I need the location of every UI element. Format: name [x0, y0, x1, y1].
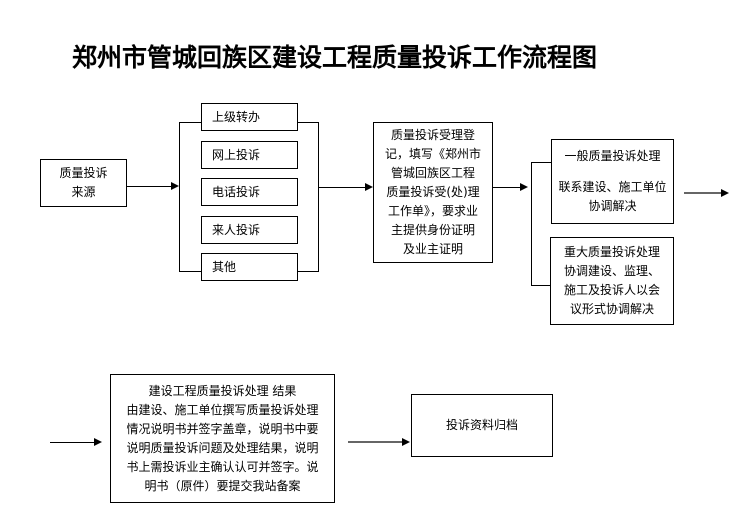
connector-line — [50, 442, 96, 443]
registration-line: 及业主证明 — [402, 242, 463, 256]
registration-line: 质量投诉受(处)理 — [386, 185, 480, 199]
result-line: 明书（原件）要提交我站备案 — [144, 478, 301, 493]
registration-line: 工作单》，要求业 — [387, 204, 478, 218]
major-line: 议形式协调解决 — [569, 302, 654, 316]
channel-label: 来人投诉 — [212, 222, 261, 237]
connector-line — [319, 187, 365, 188]
general-handling-box: 一般质量投诉处理 联系建设、施工单位 协调解决 — [551, 139, 674, 224]
general-heading: 一般质量投诉处理 — [564, 149, 661, 163]
registration-line: 记，填写《郑州市 — [384, 147, 481, 161]
bracket-line — [531, 285, 552, 286]
archive-box: 投诉资料归档 — [411, 394, 553, 457]
channel-label: 其他 — [212, 259, 237, 274]
connector-line — [127, 186, 171, 187]
channel-box: 上级转办 — [201, 103, 298, 131]
connector-line — [348, 441, 403, 443]
bracket-line — [297, 122, 319, 123]
channel-box: 来人投诉 — [201, 216, 298, 244]
arrow-head — [520, 183, 528, 191]
channel-label: 上级转办 — [212, 109, 261, 124]
result-line: 建设工程质量投诉处理 结果 — [148, 383, 297, 398]
bracket-line — [297, 271, 319, 272]
bracket-line — [531, 162, 552, 163]
channel-label: 网上投诉 — [212, 147, 261, 162]
source-box: 质量投诉 来源 — [40, 159, 127, 207]
connector-line — [493, 187, 522, 188]
general-line: 协调解决 — [588, 199, 637, 213]
result-line: 说明质量投诉问题及处理结果，说明 — [126, 440, 319, 455]
major-line: 重大质量投诉处理 — [563, 245, 660, 259]
arrow-head — [94, 438, 102, 446]
result-line: 由建设、施工单位撰写质量投诉处理 — [126, 402, 319, 417]
channel-label: 电话投诉 — [212, 184, 261, 199]
arrow-head — [365, 183, 373, 191]
registration-box: 质量投诉受理登 记，填写《郑州市 管城回族区工程 质量投诉受(处)理 工作单》，… — [373, 122, 493, 263]
connector-line — [684, 192, 722, 194]
major-line: 施工及投诉人以会 — [563, 283, 660, 297]
bracket-line — [318, 122, 319, 272]
channel-box: 其他 — [201, 253, 298, 281]
source-line: 质量投诉 — [59, 166, 108, 180]
channel-box: 网上投诉 — [201, 141, 298, 169]
archive-label: 投诉资料归档 — [445, 418, 518, 432]
source-line: 来源 — [71, 185, 96, 199]
result-box: 建设工程质量投诉处理 结果 由建设、施工单位撰写质量投诉处理 情况说明书并签字盖… — [110, 374, 335, 503]
bracket-line — [531, 162, 532, 286]
registration-line: 管城回族区工程 — [390, 166, 475, 180]
bracket-line — [179, 122, 201, 123]
arrow-head — [402, 438, 410, 446]
bracket-line — [179, 122, 180, 272]
major-line: 协调建设、监理、 — [563, 264, 660, 278]
registration-line: 主提供身份证明 — [390, 223, 475, 237]
arrow-head — [171, 182, 179, 190]
result-line: 书上需投诉业主确认认可并签字。说 — [126, 459, 319, 474]
arrow-head — [721, 189, 729, 197]
page-title: 郑州市管城回族区建设工程质量投诉工作流程图 — [72, 43, 598, 72]
general-line: 联系建设、施工单位 — [558, 180, 667, 194]
bracket-line — [179, 271, 201, 272]
registration-line: 质量投诉受理登 — [390, 128, 475, 142]
channel-box: 电话投诉 — [201, 178, 298, 206]
result-line: 情况说明书并签字盖章，说明书中要 — [126, 421, 319, 436]
major-handling-box: 重大质量投诉处理 协调建设、监理、 施工及投诉人以会 议形式协调解决 — [550, 237, 674, 325]
